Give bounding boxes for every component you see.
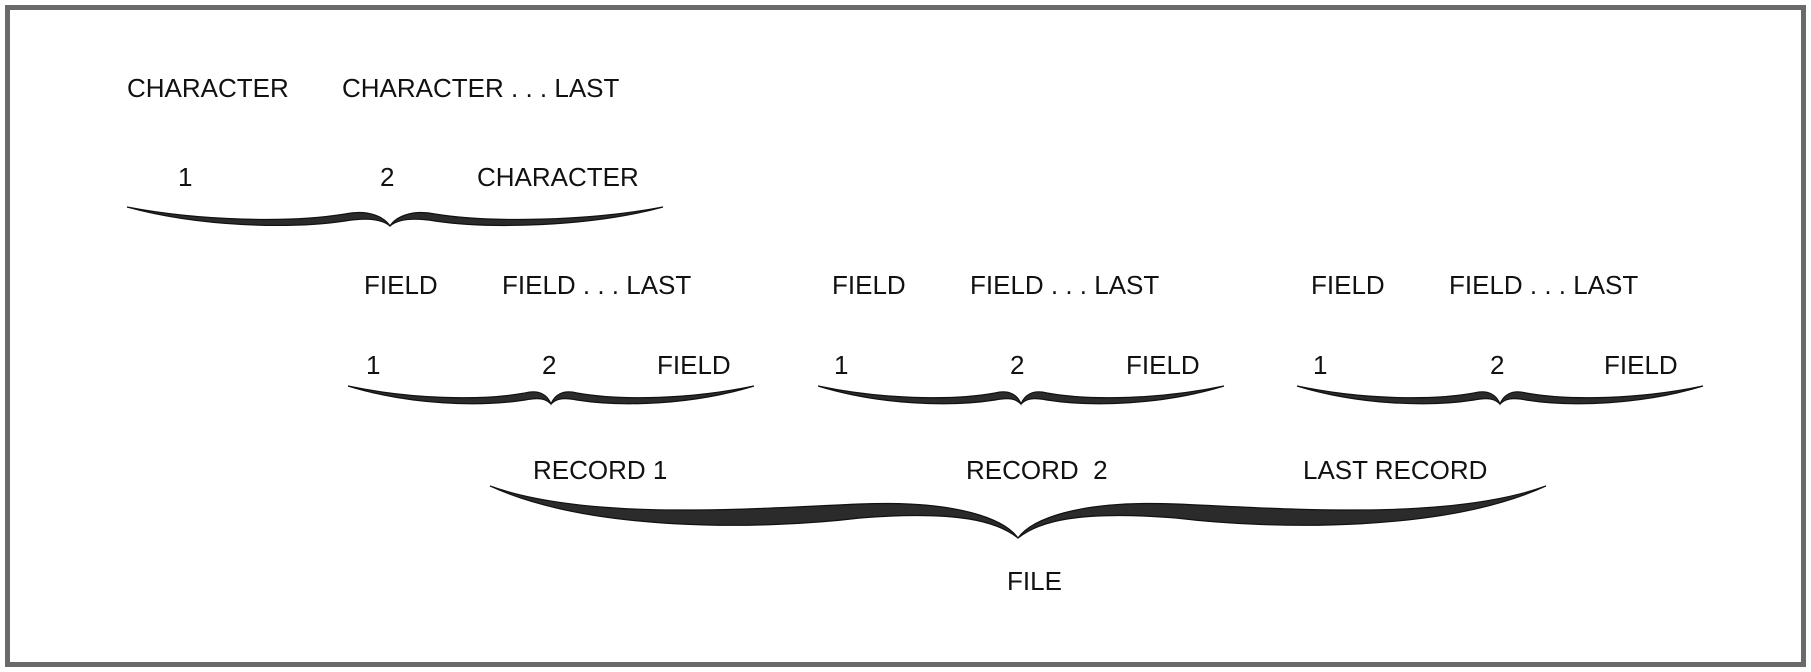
group2-field-1-number: 1 [834, 350, 848, 380]
diagram-frame [5, 5, 1806, 667]
group1-fields-brace [347, 385, 755, 406]
group3-fields-brace [1296, 385, 1704, 406]
record-1-label: RECORD 1 [533, 455, 667, 485]
group1-field-1-number: 1 [366, 350, 380, 380]
character-1-number: 1 [178, 162, 192, 192]
characters-brace [126, 206, 664, 228]
group1-field-last-label: FIELD [657, 350, 731, 380]
file-label: FILE [1007, 566, 1062, 596]
group1-field-1-label: FIELD [364, 270, 438, 300]
group3-field-1-label: FIELD [1311, 270, 1385, 300]
character-last-label: CHARACTER [477, 162, 639, 192]
character-1-label: CHARACTER [127, 73, 289, 103]
group2-field-2-number: 2 [1010, 350, 1024, 380]
character-2-number: 2 [380, 162, 394, 192]
records-brace [489, 485, 1547, 540]
group2-field-last-label: FIELD [1126, 350, 1200, 380]
record-2-label: RECORD 2 [966, 455, 1108, 485]
group3-field-1-number: 1 [1313, 350, 1327, 380]
group1-field-2-label: FIELD . . . LAST [502, 270, 691, 300]
group2-fields-brace [817, 385, 1225, 406]
group3-field-2-label: FIELD . . . LAST [1449, 270, 1638, 300]
group3-field-2-number: 2 [1490, 350, 1504, 380]
group3-field-last-label: FIELD [1604, 350, 1678, 380]
group2-field-2-label: FIELD . . . LAST [970, 270, 1159, 300]
group2-field-1-label: FIELD [832, 270, 906, 300]
group1-field-2-number: 2 [542, 350, 556, 380]
character-2-label: CHARACTER . . . LAST [342, 73, 619, 103]
record-last-label: LAST RECORD [1303, 455, 1487, 485]
